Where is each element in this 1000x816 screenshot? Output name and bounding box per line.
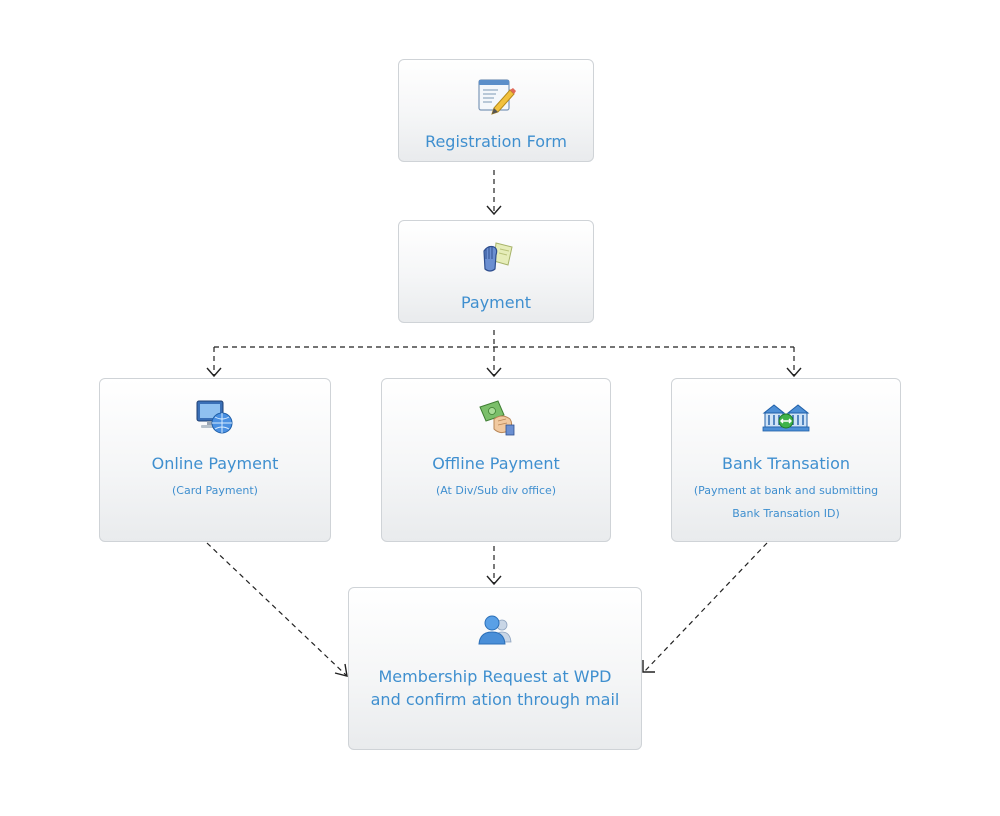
node-online-payment[interactable]: Online Payment (Card Payment) <box>99 378 331 542</box>
arrowhead <box>786 367 802 378</box>
node-title-line: Membership Request at WPD <box>378 667 612 686</box>
node-subtitle-line: Bank Transation ID) <box>732 507 840 520</box>
arrowhead <box>486 367 502 378</box>
arrowhead <box>486 575 502 586</box>
cash-hand-icon <box>476 397 516 437</box>
node-title-line: and confirm ation through mail <box>370 690 620 709</box>
connector-online-membership <box>206 542 347 676</box>
node-subtitle-line: (Payment at bank and submitting <box>693 484 879 497</box>
connector-payment-split <box>214 330 794 348</box>
node-subtitle: (Payment at bank and submitting Bank Tra… <box>672 479 900 525</box>
arrowhead <box>642 660 655 673</box>
node-title: Registration Form <box>425 132 567 151</box>
node-membership-request[interactable]: Membership Request at WPD and confirm at… <box>348 587 642 750</box>
node-subtitle: (Card Payment) <box>172 484 258 497</box>
node-subtitle: (At Div/Sub div office) <box>435 484 557 497</box>
node-title: Membership Request at WPD and confirm at… <box>349 665 641 711</box>
user-icon <box>475 610 515 650</box>
arrowhead <box>486 205 502 216</box>
form-edit-icon <box>476 76 516 116</box>
arrowhead <box>206 367 222 378</box>
computer-globe-icon <box>195 397 235 437</box>
node-offline-payment[interactable]: Offline Payment (At Div/Sub div office) <box>381 378 611 542</box>
node-title: Bank Transation <box>721 454 850 473</box>
bank-icon <box>761 397 811 437</box>
node-payment[interactable]: Payment <box>398 220 594 323</box>
connector-bank-membership <box>643 542 768 673</box>
node-title: Payment <box>460 293 532 312</box>
arrowhead <box>334 663 348 677</box>
node-registration-form[interactable]: Registration Form <box>398 59 594 162</box>
node-bank-transation[interactable]: Bank Transation (Payment at bank and sub… <box>671 378 901 542</box>
node-title: Online Payment <box>151 454 279 473</box>
payment-hand-icon <box>476 237 516 277</box>
node-title: Offline Payment <box>432 454 560 473</box>
